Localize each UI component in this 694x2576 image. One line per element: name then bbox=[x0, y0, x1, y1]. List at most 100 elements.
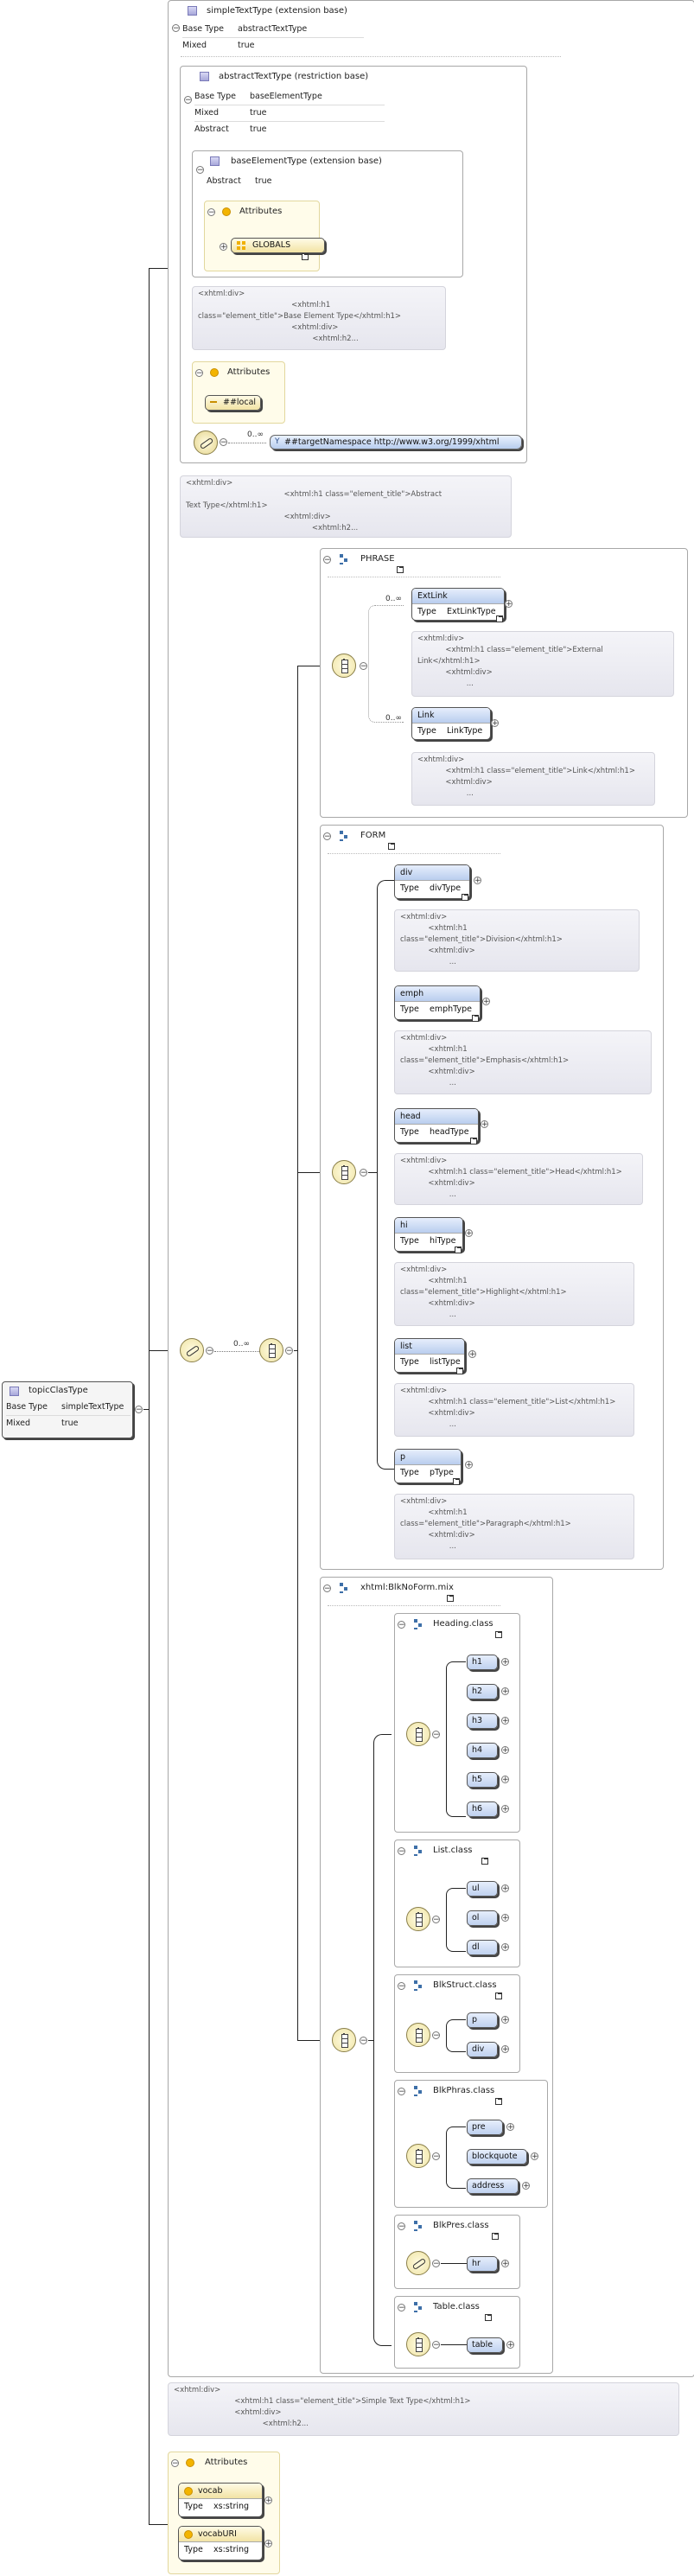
link-icon[interactable] bbox=[472, 1015, 479, 1022]
collapse-toggle[interactable]: − bbox=[285, 1347, 293, 1355]
collapse-toggle[interactable]: − bbox=[323, 832, 331, 841]
expand-toggle[interactable]: + bbox=[501, 1805, 509, 1814]
collapse-toggle[interactable]: − bbox=[432, 2031, 440, 2040]
globals-attributes-box[interactable]: − Attributes + GLOBALS bbox=[204, 201, 325, 271]
expand-toggle[interactable]: + bbox=[501, 1746, 509, 1755]
expand-toggle[interactable]: + bbox=[474, 877, 481, 885]
expand-toggle[interactable]: + bbox=[220, 243, 227, 252]
link-icon[interactable] bbox=[456, 1368, 463, 1374]
collapse-toggle[interactable]: − bbox=[398, 2304, 405, 2312]
link-icon[interactable] bbox=[397, 566, 404, 573]
expand-toggle[interactable]: + bbox=[468, 1350, 476, 1359]
base-element-type-box[interactable]: baseElementType (extension base) − Abstr… bbox=[192, 150, 463, 277]
expand-toggle[interactable]: + bbox=[501, 2016, 509, 2024]
collapse-toggle[interactable]: − bbox=[360, 2037, 367, 2045]
elem-address[interactable]: address bbox=[467, 2178, 519, 2194]
choice-compositor[interactable] bbox=[259, 1338, 283, 1362]
elem-hr[interactable]: hr bbox=[467, 2256, 498, 2272]
expand-toggle[interactable]: + bbox=[501, 1943, 509, 1952]
phrase-choice-compositor[interactable] bbox=[332, 654, 356, 678]
heading-choice[interactable] bbox=[406, 1722, 430, 1746]
expand-toggle[interactable]: − bbox=[135, 1406, 143, 1414]
link-icon[interactable] bbox=[495, 1993, 502, 1999]
collapse-toggle[interactable]: − bbox=[220, 438, 227, 447]
collapse-toggle[interactable]: − bbox=[432, 2152, 440, 2161]
blk-choice-compositor[interactable] bbox=[332, 2028, 356, 2052]
expand-toggle[interactable]: + bbox=[501, 1884, 509, 1893]
link-icon[interactable] bbox=[462, 894, 468, 901]
expand-toggle[interactable]: + bbox=[465, 1461, 473, 1470]
collapse-toggle[interactable]: − bbox=[432, 1731, 440, 1739]
blkstruct-choice[interactable] bbox=[406, 2023, 430, 2047]
elem-div[interactable]: div bbox=[467, 2042, 498, 2057]
collapse-toggle[interactable]: − bbox=[360, 1169, 367, 1177]
collapse-toggle[interactable]: − bbox=[206, 1347, 213, 1355]
elem-ul[interactable]: ul bbox=[467, 1881, 498, 1897]
collapse-toggle[interactable]: − bbox=[323, 556, 331, 564]
expand-toggle[interactable]: + bbox=[501, 1914, 509, 1922]
elem-dl[interactable]: dl bbox=[467, 1940, 498, 1955]
table-choice[interactable] bbox=[406, 2332, 430, 2356]
expand-toggle[interactable]: + bbox=[501, 1658, 509, 1667]
expand-toggle[interactable]: + bbox=[531, 2152, 538, 2161]
elem-h6[interactable]: h6 bbox=[467, 1801, 498, 1817]
expand-toggle[interactable]: + bbox=[264, 2496, 272, 2505]
collapse-toggle[interactable]: − bbox=[398, 1982, 405, 1991]
collapse-toggle[interactable]: − bbox=[398, 2088, 405, 2096]
collapse-toggle[interactable]: − bbox=[360, 662, 367, 671]
collapse-toggle[interactable]: − bbox=[195, 369, 203, 378]
expand-toggle[interactable]: + bbox=[491, 719, 499, 728]
collapse-toggle[interactable]: − bbox=[196, 166, 204, 175]
elem-h5[interactable]: h5 bbox=[467, 1772, 498, 1788]
link-icon[interactable] bbox=[496, 615, 503, 622]
collapse-toggle[interactable]: − bbox=[323, 1584, 331, 1593]
blkphras-choice[interactable] bbox=[406, 2144, 430, 2168]
elem-h3[interactable]: h3 bbox=[467, 1713, 498, 1729]
expand-toggle[interactable]: + bbox=[522, 2182, 530, 2190]
link-icon[interactable] bbox=[453, 1478, 460, 1485]
any-order-compositor[interactable] bbox=[180, 1338, 204, 1362]
expand-toggle[interactable]: + bbox=[501, 2260, 509, 2268]
expand-toggle[interactable]: + bbox=[506, 2341, 514, 2350]
form-choice-compositor[interactable] bbox=[332, 1160, 356, 1184]
elem-h1[interactable]: h1 bbox=[467, 1655, 498, 1670]
expand-toggle[interactable]: + bbox=[482, 998, 490, 1006]
link-icon[interactable] bbox=[495, 1631, 502, 1638]
namespace-wildcard[interactable]: ##targetNamespace http://www.w3.org/1999… bbox=[270, 435, 522, 450]
link-icon[interactable] bbox=[485, 2314, 492, 2321]
collapse-toggle[interactable]: − bbox=[432, 1916, 440, 1924]
collapse-toggle[interactable]: − bbox=[398, 1847, 405, 1856]
expand-toggle[interactable]: + bbox=[501, 1687, 509, 1696]
collapse-toggle[interactable]: − bbox=[171, 2459, 179, 2468]
link-icon[interactable] bbox=[495, 2098, 502, 2105]
globals-group[interactable]: GLOBALS bbox=[231, 238, 325, 253]
link-icon[interactable] bbox=[388, 843, 395, 850]
expand-toggle[interactable]: + bbox=[481, 1120, 488, 1129]
elem-h2[interactable]: h2 bbox=[467, 1684, 498, 1699]
expand-toggle[interactable]: + bbox=[501, 1776, 509, 1784]
expand-toggle[interactable]: + bbox=[465, 1229, 473, 1238]
expand-toggle[interactable]: + bbox=[505, 600, 513, 609]
collapse-toggle[interactable]: − bbox=[432, 2260, 440, 2268]
elem-h4[interactable]: h4 bbox=[467, 1743, 498, 1758]
elem-table[interactable]: table bbox=[467, 2337, 503, 2353]
link-icon[interactable] bbox=[455, 1247, 462, 1253]
blkpres-sequence[interactable] bbox=[406, 2251, 430, 2275]
list-class-box[interactable]: − List.class bbox=[394, 1840, 520, 1967]
link-icon[interactable] bbox=[492, 2233, 499, 2240]
any-wildcard-node[interactable] bbox=[194, 430, 218, 455]
link-icon[interactable] bbox=[470, 1138, 477, 1145]
elem-ol[interactable]: ol bbox=[467, 1910, 498, 1926]
collapse-toggle[interactable]: − bbox=[207, 208, 215, 217]
